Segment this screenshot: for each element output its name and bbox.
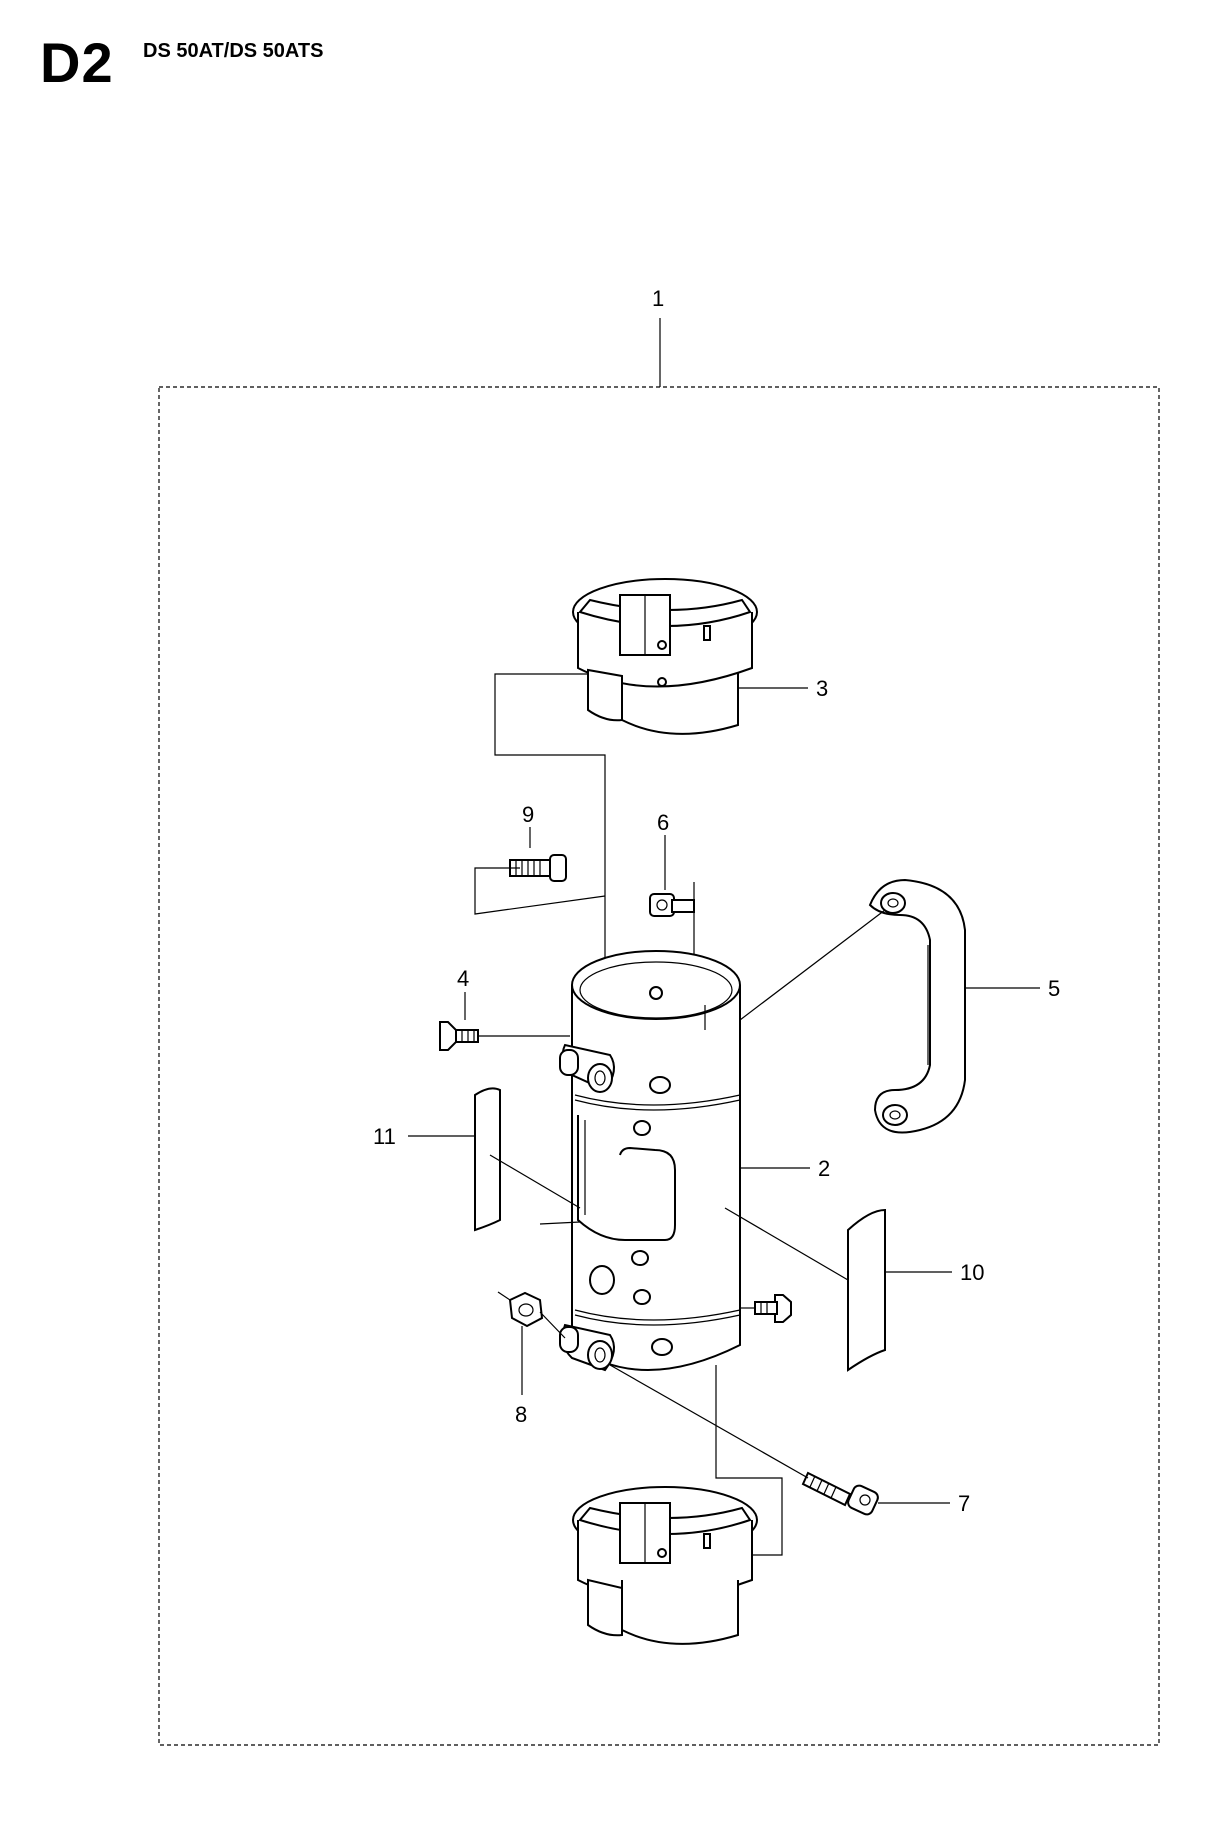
callout-5: 5 <box>1048 976 1060 1001</box>
callout-3: 3 <box>816 676 828 701</box>
part-5-handle <box>868 878 966 1134</box>
callout-6: 6 <box>657 810 669 835</box>
callout-11: 11 <box>373 1124 396 1149</box>
callout-10: 10 <box>960 1260 984 1285</box>
part-7-screw <box>801 1471 879 1516</box>
callout-2: 2 <box>818 1156 830 1181</box>
lower-sleeve <box>572 1486 758 1645</box>
part-3-upper-sleeve <box>572 578 758 735</box>
callout-9: 9 <box>522 802 534 827</box>
part-8-nut <box>508 1291 544 1328</box>
page-title: DS 50AT/DS 50ATS <box>143 40 324 62</box>
part-10-label <box>847 1208 886 1372</box>
page-code: D2 <box>40 31 114 94</box>
part-11-label <box>474 1087 501 1232</box>
part-2-tube <box>559 950 741 1372</box>
callout-4: 4 <box>457 966 469 991</box>
callout-1: 1 <box>652 286 664 311</box>
part-6-screw <box>649 893 695 917</box>
callout-7: 7 <box>958 1491 970 1516</box>
tube-side-screw <box>754 1294 792 1323</box>
part-4-screw <box>439 1021 479 1051</box>
callout-8: 8 <box>515 1402 527 1427</box>
kit-boundary <box>158 386 1160 1746</box>
